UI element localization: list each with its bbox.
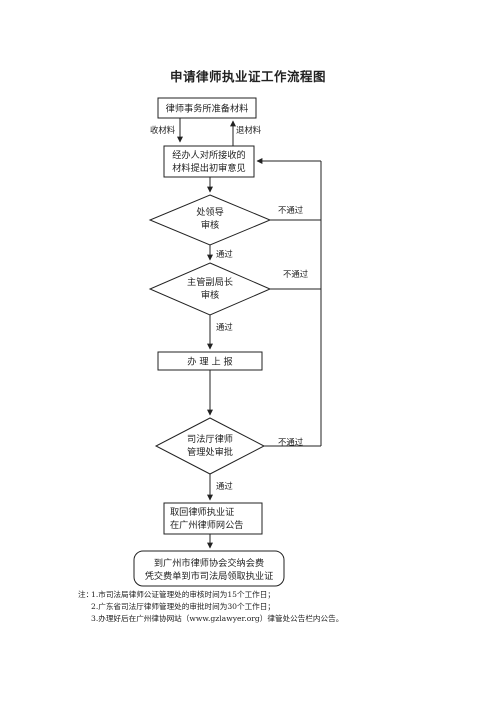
node-bureau-text-2: 管理处审批 [187, 446, 233, 458]
note-item-3: 3.办理好后在广州律协网站（www.gzlawyer.org）律管处公告栏内公告… [91, 614, 344, 623]
node-initial-text-2: 材料提出初审意见 [172, 162, 246, 174]
note-row-2: 2.广东省司法厅律师管理处的审批时间为30个工作日； [78, 601, 343, 613]
node-deputy-text-2: 审核 [201, 289, 219, 301]
node-pay-text-2: 凭交费单到市司法局领取执业证 [145, 570, 274, 582]
node-initial-box [163, 145, 255, 178]
node-prepare-text: 律师事务所准备材料 [166, 103, 249, 115]
node-leader-text-2: 审核 [201, 219, 219, 231]
node-collect-box [163, 502, 263, 535]
note-item-2: 2.广东省司法厅律师管理处的审批时间为30个工作日； [91, 602, 275, 611]
note-item-1: 1.市司法局律师公证管理处的审核时间为15个工作日； [91, 590, 275, 599]
node-collect-text-1: 取回律师执业证 [170, 506, 234, 518]
label-return: 退材料 [236, 125, 262, 135]
label-pass-1: 通过 [216, 249, 233, 259]
note-row-1: 注： 1.市司法局律师公证管理处的审核时间为15个工作日； [78, 589, 343, 601]
node-collect-text-2: 在广州律师网公告 [170, 519, 244, 531]
node-prepare-box [157, 97, 257, 119]
note-prefix: 注： [78, 590, 94, 599]
label-fail-2: 不通过 [283, 269, 309, 279]
node-pay-text-1: 到广州市律师协会交纳会费 [154, 557, 264, 569]
label-receive: 收材料 [150, 125, 176, 135]
notes: 注： 1.市司法局律师公证管理处的审核时间为15个工作日； 2.广东省司法厅律师… [78, 589, 343, 625]
node-pay-box [133, 550, 285, 587]
node-deputy-text-1: 主管副局长 [187, 276, 233, 288]
node-leader-text-1: 处领导 [196, 206, 224, 218]
label-fail-3: 不通过 [278, 437, 304, 447]
label-fail-1: 不通过 [278, 205, 304, 215]
node-initial-text-1: 经办人对所接收的 [172, 149, 246, 161]
label-pass-2: 通过 [216, 322, 233, 332]
node-bureau-diamond [154, 417, 266, 475]
node-deputy-diamond [148, 262, 272, 316]
note-row-3: 3.办理好后在广州律协网站（www.gzlawyer.org）律管处公告栏内公告… [78, 613, 343, 625]
label-pass-3: 通过 [216, 481, 233, 491]
node-report-text: 办 理 上 报 [187, 356, 233, 368]
node-bureau-text-1: 司法厅律师 [187, 433, 233, 445]
page-title: 申请律师执业证工作流程图 [169, 69, 326, 84]
